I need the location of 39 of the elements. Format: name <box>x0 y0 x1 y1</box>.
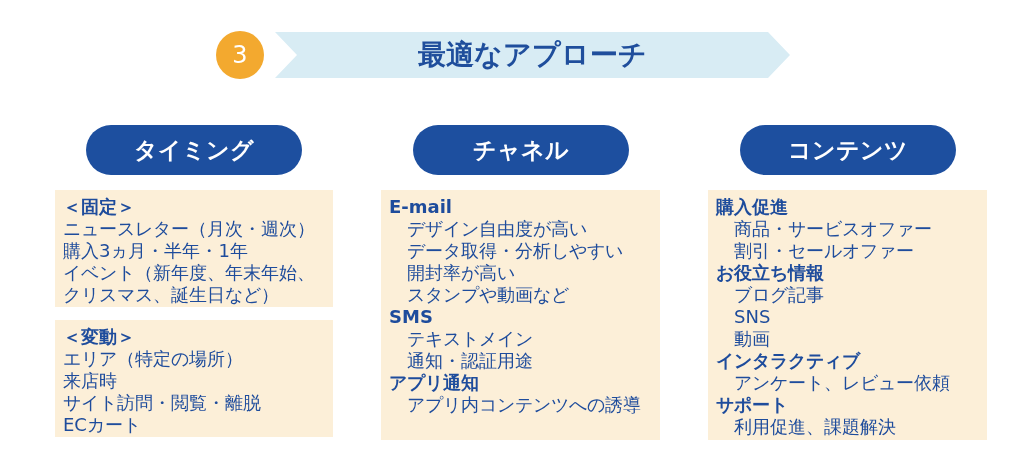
info-panel <box>55 190 333 307</box>
list-item: 動画 <box>733 328 771 350</box>
category-header: チャネル <box>413 125 629 175</box>
list-item: ECカート <box>63 414 142 436</box>
list-item: サイト訪問・閲覧・離脱 <box>63 392 262 414</box>
section-heading: ＜変動＞ <box>63 326 136 348</box>
list-item: データ取得・分析しやすい <box>406 240 624 262</box>
list-item: 開封率が高い <box>406 262 516 284</box>
list-item: 購入3ヵ月・半年・1年 <box>63 240 249 262</box>
section-heading: 購入促進 <box>716 196 789 218</box>
list-item: アプリ内コンテンツへの誘導 <box>406 394 642 416</box>
section-heading: サポート <box>716 394 789 416</box>
list-item: デザイン自由度が高い <box>406 218 588 240</box>
list-item: スタンプや動画など <box>406 284 570 306</box>
list-item: ニュースレター（月次・週次） <box>63 218 316 240</box>
list-item: 利用促進、課題解決 <box>733 416 897 438</box>
list-item: 通知・認証用途 <box>406 350 534 372</box>
list-item: イベント（新年度、年末年始、クリスマス、誕生日など） <box>63 262 316 306</box>
banner-title: 最適なアプローチ <box>418 38 647 72</box>
section-heading: お役立ち情報 <box>716 262 825 284</box>
step-number: 3 <box>216 31 264 79</box>
section-heading: SMS <box>389 306 434 328</box>
list-item: 割引・セールオファー <box>733 240 915 262</box>
list-item: ブログ記事 <box>733 284 825 306</box>
section-heading: インタラクティブ <box>716 350 862 372</box>
list-item: エリア（特定の場所） <box>63 348 244 370</box>
info-panel <box>708 190 987 440</box>
list-item: SNS <box>733 306 772 328</box>
info-panel <box>55 320 333 437</box>
section-heading: ＜固定＞ <box>63 196 136 218</box>
list-item: テキストメイン <box>406 328 534 350</box>
section-heading: E-mail <box>389 196 453 218</box>
list-item: アンケート、レビュー依頼 <box>733 372 951 394</box>
list-item: 商品・サービスオファー <box>733 218 933 240</box>
category-header: コンテンツ <box>740 125 956 175</box>
info-panel <box>381 190 660 440</box>
list-item: 来店時 <box>63 370 118 392</box>
section-heading: アプリ通知 <box>389 372 480 394</box>
category-header: タイミング <box>86 125 302 175</box>
